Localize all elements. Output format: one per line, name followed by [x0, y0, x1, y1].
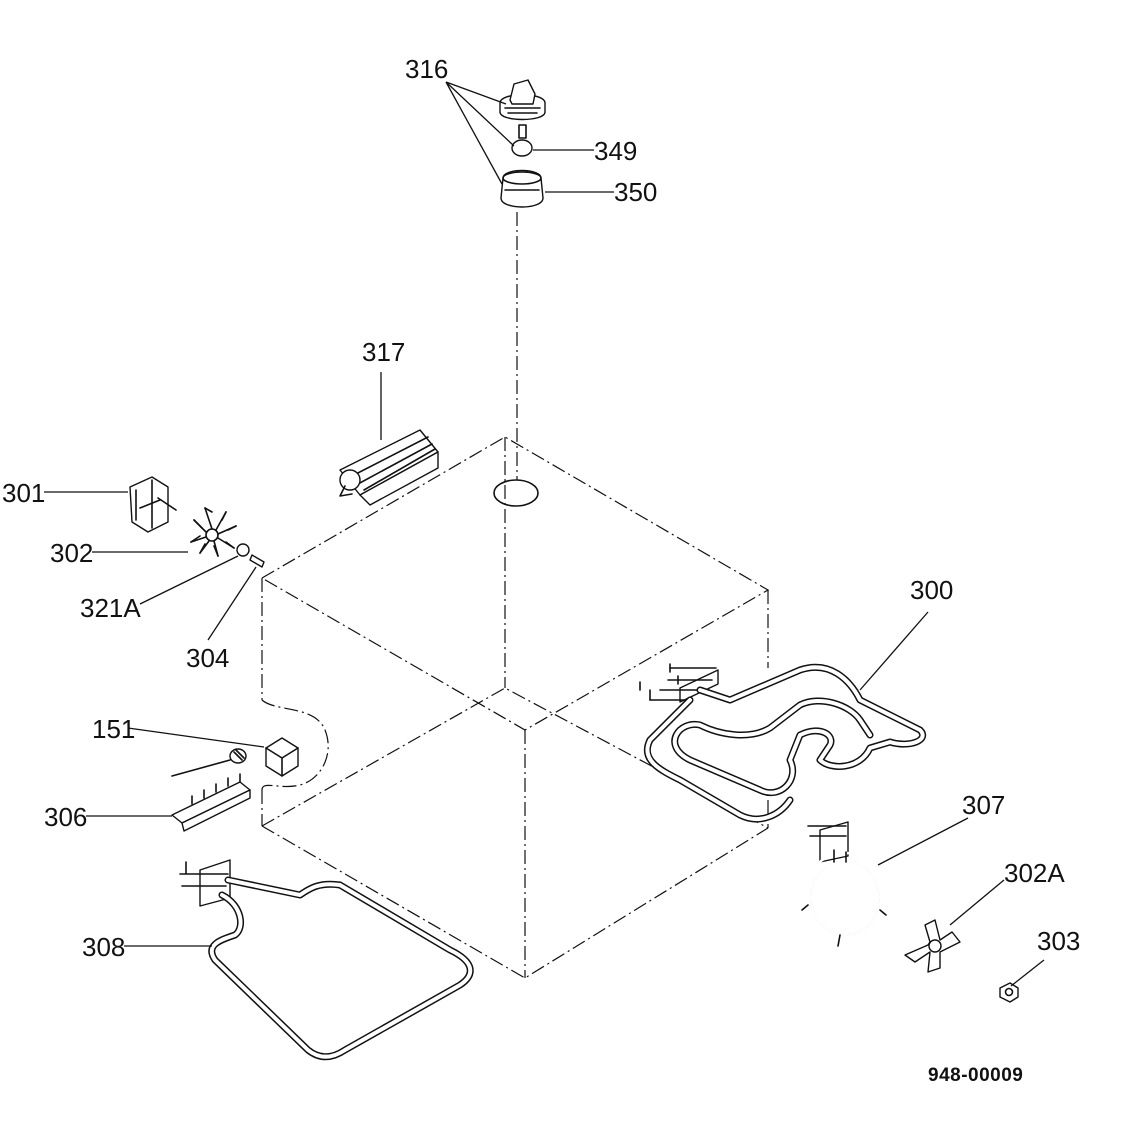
label-316: 316	[405, 54, 448, 84]
label-321A: 321A	[80, 593, 141, 623]
part-302A-fan-blade	[904, 919, 961, 973]
label-300: 300	[910, 575, 953, 605]
label-350: 350	[614, 177, 657, 207]
label-317: 317	[362, 337, 405, 367]
oven-cavity-outline	[260, 436, 770, 979]
label-308: 308	[82, 932, 125, 962]
part-303-nut	[999, 982, 1019, 1003]
thermostat-knob-assembly	[499, 79, 546, 208]
label-304: 304	[186, 643, 229, 673]
label-303: 303	[1037, 926, 1080, 956]
part-302-fan	[190, 507, 237, 557]
part-300-grill-element	[639, 663, 926, 823]
part-306-terminal-strip	[171, 773, 251, 832]
part-304-pin	[249, 554, 265, 568]
label-306: 306	[44, 802, 87, 832]
part-307-ring-element	[801, 821, 889, 947]
label-307: 307	[962, 790, 1005, 820]
leader-lines	[44, 81, 1045, 987]
label-302: 302	[50, 538, 93, 568]
part-308-bottom-element	[179, 859, 474, 1061]
label-151: 151	[92, 714, 135, 744]
cavity-hole	[493, 479, 539, 507]
drawing-reference-number: 948-00009	[928, 1065, 1023, 1086]
part-301-bracket	[129, 476, 177, 533]
part-317-block	[339, 429, 439, 506]
part-321A	[236, 543, 250, 557]
label-302A: 302A	[1004, 858, 1065, 888]
label-349: 349	[594, 136, 637, 166]
part-151-sensor	[171, 737, 299, 777]
label-301: 301	[2, 478, 45, 508]
